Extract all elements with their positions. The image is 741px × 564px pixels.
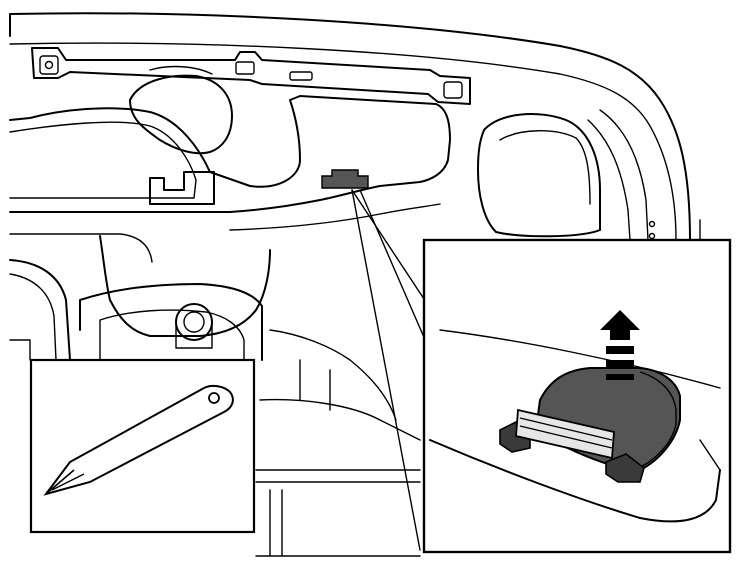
arrow-up-icon xyxy=(600,310,640,380)
clip-location-marker xyxy=(321,169,369,189)
tailgate-panel-outline xyxy=(9,12,701,557)
callout-leader-lines xyxy=(351,189,427,551)
clip-cover-icon xyxy=(499,367,681,483)
trim-removal-tool-icon xyxy=(43,384,234,496)
tool-inset xyxy=(29,358,256,534)
clip-detail-inset xyxy=(422,238,732,554)
